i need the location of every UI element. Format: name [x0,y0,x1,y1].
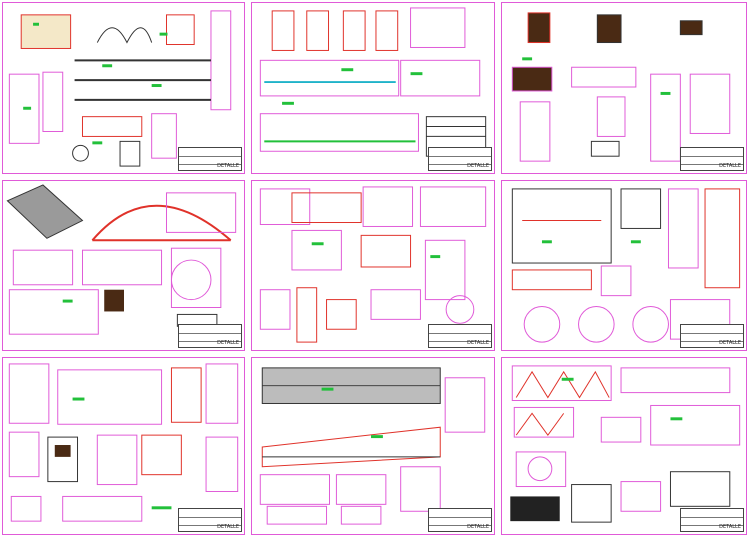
title-block: DETALLE [178,324,242,348]
sheet-3[interactable]: DETALLE [501,2,747,174]
sheet-9[interactable]: DETALLE [501,357,747,535]
sheet-2[interactable]: DETALLE [251,2,495,174]
title-block-label: DETALLE [467,163,489,169]
title-block: DETALLE [680,147,744,171]
title-block-label: DETALLE [217,340,239,346]
sheet-8[interactable]: DETALLE [251,357,495,535]
title-block: DETALLE [428,147,492,171]
sheet-7-drawing [8,363,239,522]
sheet-9-drawing [510,365,741,523]
sheet-6-drawing [511,188,741,343]
sheet-2-drawing [259,7,487,157]
sheet-1[interactable]: DETALLE [2,2,245,174]
sheet-6[interactable]: DETALLE [501,180,747,351]
title-block-label: DETALLE [217,524,239,530]
title-block-label: DETALLE [467,340,489,346]
title-block: DETALLE [178,147,242,171]
sheet-3-drawing [511,12,731,162]
sheet-8-drawing [259,367,486,525]
title-block: DETALLE [680,508,744,532]
title-block-label: DETALLE [719,524,741,530]
title-block-label: DETALLE [719,163,741,169]
title-block: DETALLE [428,508,492,532]
sheet-4-drawing [6,184,237,335]
title-block: DETALLE [680,324,744,348]
title-block-label: DETALLE [467,524,489,530]
title-block-label: DETALLE [217,163,239,169]
sheet-4[interactable]: DETALLE [2,180,245,351]
title-block: DETALLE [178,508,242,532]
title-block: DETALLE [428,324,492,348]
sheet-7[interactable]: DETALLE [2,357,245,535]
title-block-label: DETALLE [719,340,741,346]
sheet-1-drawing [8,10,232,167]
sheet-5[interactable]: DETALLE [251,180,495,351]
sheet-5-drawing [259,186,487,343]
